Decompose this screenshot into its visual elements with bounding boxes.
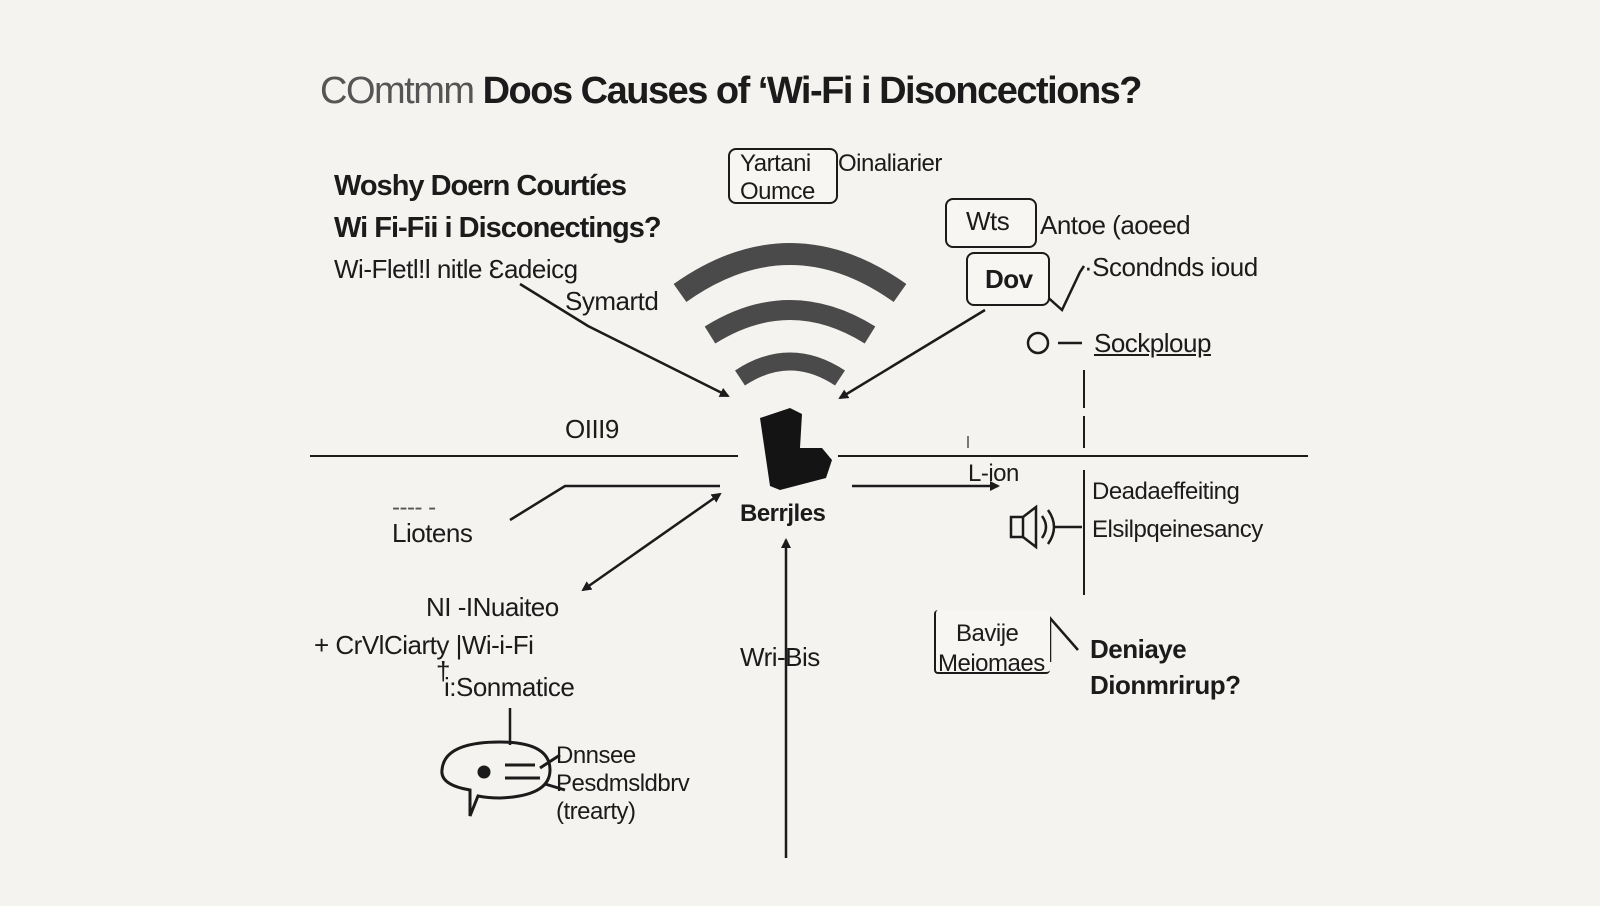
sockploup-label: Sockploup (1094, 328, 1211, 358)
bottom-axis-label: Wri-Bis (740, 642, 820, 672)
speaker-icon (1009, 504, 1056, 550)
left-note-cross: † (436, 656, 450, 686)
bubble-line-2: Pesdmsldbrv (556, 770, 690, 797)
wifi-icon (673, 243, 907, 386)
dov-side-label: ·Scondnds ioud (1084, 252, 1258, 282)
bubble-line-1: Dnnsee (556, 742, 636, 769)
left-note-line-3: i:Sonmatice (444, 672, 575, 702)
right-question-1: Deniaye (1090, 634, 1187, 664)
right-note-2: Elsilpqeinesancy (1092, 516, 1263, 543)
chat-bubble-icon (440, 740, 566, 817)
arrows (508, 265, 1086, 858)
liotens-label: Liotens (392, 518, 473, 548)
left-axis-label: OIII9 (565, 414, 619, 444)
center-label: Berrjles (740, 500, 826, 527)
device-icon (760, 408, 832, 490)
question-line-3: Wi-Fletl!l nitle Ɛadeicg (334, 254, 578, 284)
right-bottom-box (934, 610, 1050, 674)
question-line-1: Woshy Doern Courtíes (334, 170, 627, 202)
top-box-line-2: Oumce (740, 178, 815, 205)
right-question-2: Dionmrirup? (1090, 670, 1241, 700)
title-prefix: COmtmm (320, 70, 475, 112)
top-box-line-1: Yartani (740, 150, 811, 177)
dov-box (966, 252, 1050, 306)
wts-box-label: Wts (966, 206, 1010, 236)
wts-side-label: Antoe (aoeed (1040, 210, 1191, 240)
left-note-line-2: + CrVlCiarty |Wi-i-Fi (314, 630, 534, 660)
title-main: Doos Causes of ‘Wi-Fi i Disoncections? (482, 70, 1143, 112)
left-dash: ---- - (392, 494, 436, 521)
page-title: COmtmm Doos Causes of ‘Wi-Fi i Disoncect… (320, 70, 1143, 113)
question-line-4: Symartd (565, 286, 659, 316)
question-line-2: Wi Fi-Fii i Disconectings? (334, 212, 662, 244)
bubble-line-3: (trearty) (556, 798, 636, 825)
right-axis-label: L-ion (968, 460, 1019, 487)
top-center-box (728, 148, 838, 204)
wts-box (945, 198, 1037, 248)
left-note-line-1: NI -INuaiteo (426, 592, 559, 622)
right-note-1: Deadaeffeiting (1092, 478, 1240, 505)
dov-box-label: Dov (985, 264, 1033, 294)
right-box-line-2: Meiomaes (938, 650, 1045, 677)
circle-node-icon (1026, 331, 1050, 355)
right-box-line-1: Bavije (956, 620, 1019, 647)
top-box-side-label: Oinaliarier (838, 150, 942, 177)
